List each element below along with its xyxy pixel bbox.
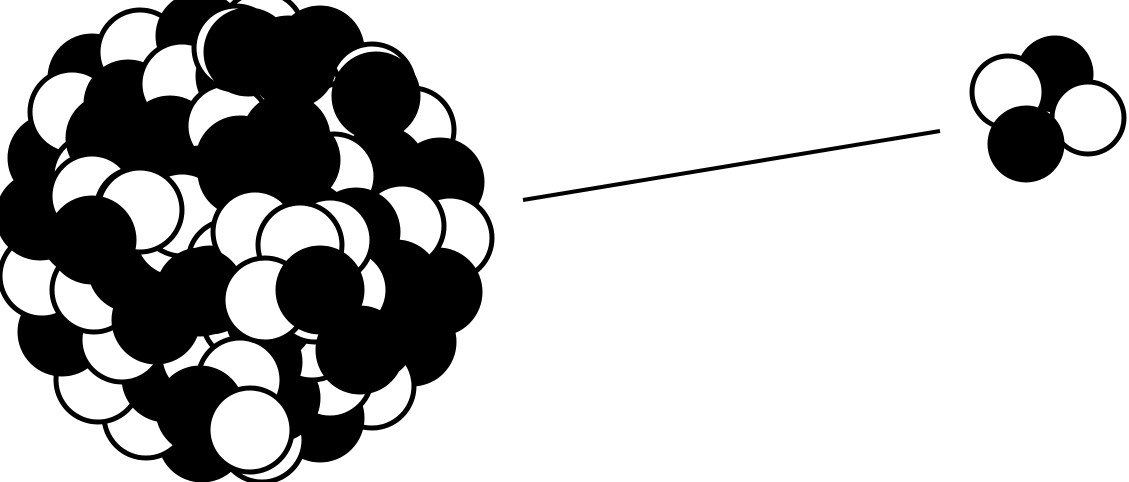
nucleon-proton bbox=[278, 248, 362, 332]
nucleon-proton bbox=[250, 22, 334, 106]
nucleon-proton bbox=[50, 198, 134, 282]
alpha-nucleon-proton bbox=[990, 108, 1062, 180]
nucleon-neutron bbox=[208, 388, 292, 472]
nucleon-proton bbox=[334, 54, 418, 138]
